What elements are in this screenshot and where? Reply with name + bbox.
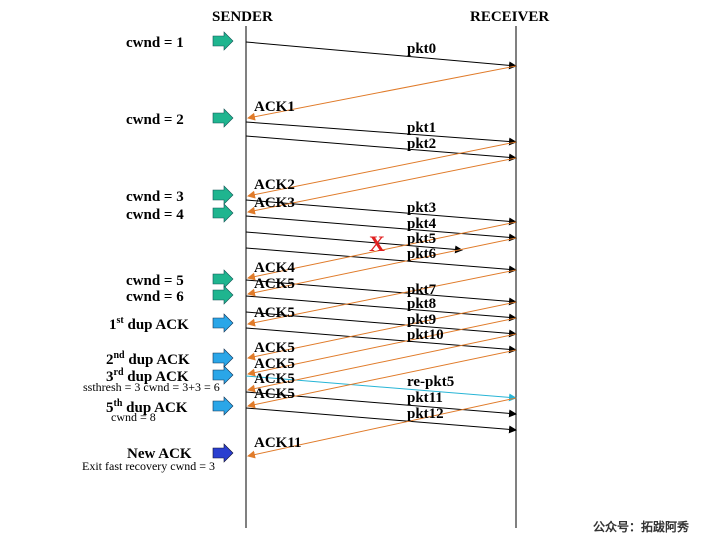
pkt6-arrow <box>245 247 517 274</box>
ack-label: ACK5 <box>254 340 295 356</box>
ack-label: ACK5 <box>254 305 295 321</box>
dup-ack-arrow-icon <box>212 348 234 368</box>
ack-label: ACK11 <box>254 435 302 451</box>
cwnd-arrow-icon <box>212 285 234 305</box>
pkt-label: pkt11 <box>407 390 443 406</box>
cwnd-arrow-icon <box>212 269 234 289</box>
cwnd-arrow-icon <box>212 203 234 223</box>
receiver-header: RECEIVER <box>470 9 549 25</box>
new-ack-label: New ACK <box>127 446 192 462</box>
pkt-label: pkt10 <box>407 327 444 343</box>
pkt-label: pkt9 <box>407 312 436 328</box>
pkt-label: re-pkt5 <box>407 374 454 390</box>
ack1-arrow <box>247 65 517 121</box>
ack5-arrow <box>247 237 517 297</box>
pkt-label: pkt12 <box>407 406 444 422</box>
ack5-dup1-arrow <box>247 269 517 327</box>
pkt8-arrow <box>245 295 517 322</box>
watermark: 公众号：拓跋阿秀 <box>593 519 690 534</box>
cwnd-label: cwnd = 6 <box>126 289 184 305</box>
dup-ack-label-5: 5th dup ACK <box>106 398 188 416</box>
pkt-label: pkt7 <box>407 282 437 298</box>
cwnd-arrow-icon <box>212 108 234 128</box>
dup-ack-arrow-icon <box>212 313 234 333</box>
re-pkt5-arrow <box>245 375 517 402</box>
pkt-label: pkt5 <box>407 231 436 247</box>
pkt0-arrow <box>245 41 517 70</box>
pkt10-arrow <box>245 327 517 354</box>
pkt-label: pkt6 <box>407 246 437 262</box>
cwnd-8-note: cwnd = 8 <box>111 410 156 424</box>
pkt7-arrow <box>245 279 517 306</box>
ack-label: ACK2 <box>254 177 295 193</box>
ack11-arrow <box>247 397 517 459</box>
ack2-arrow <box>247 141 517 199</box>
ack4-arrow <box>247 221 517 281</box>
sender-header: SENDER <box>212 9 273 25</box>
pkt11-arrow <box>245 391 517 418</box>
dup-ack-arrow-icon <box>212 365 234 385</box>
cwnd-labels: cwnd = 1 cwnd = 2 cwnd = 3 cwnd = 4 cwnd… <box>126 35 184 305</box>
new-ack-arrow-icon <box>212 443 234 463</box>
ack-labels: ACK1 ACK2 ACK3 ACK4 ACK5 ACK5 ACK5 ACK5 … <box>254 99 302 451</box>
ack5-dup2-arrow <box>247 301 517 361</box>
pkt1-arrow <box>245 121 517 146</box>
ack-label: ACK4 <box>254 260 295 276</box>
ack3-arrow <box>247 157 517 215</box>
pkt2-arrow <box>245 135 517 162</box>
cwnd-label: cwnd = 2 <box>126 112 184 128</box>
pkt4-arrow <box>245 215 517 242</box>
dup-ack-arrow-icon <box>212 396 234 416</box>
dup-ack-label-2: 2nd dup ACK <box>106 350 190 368</box>
cwnd-label: cwnd = 5 <box>126 273 184 289</box>
exit-fast-recovery-note: Exit fast recovery cwnd = 3 <box>82 459 215 473</box>
ack-arrows <box>247 65 517 459</box>
packet-loss-mark: X <box>369 231 385 256</box>
ack-label: ACK5 <box>254 356 295 372</box>
pkt-label: pkt2 <box>407 136 436 152</box>
ack5-dup4-arrow <box>247 333 517 393</box>
pkt-label: pkt3 <box>407 200 436 216</box>
cwnd-label: cwnd = 4 <box>126 207 184 223</box>
ack5-dup5-arrow <box>247 349 517 409</box>
cwnd-arrow-icon <box>212 31 234 51</box>
ack-label: ACK5 <box>254 386 295 402</box>
event-arrows <box>212 31 234 463</box>
ssthresh-note: ssthresh = 3 cwnd = 3+3 = 6 <box>83 380 220 394</box>
pkt5-lost-arrow <box>245 231 463 254</box>
dup-ack-label-3: 3rd dup ACK <box>106 367 189 385</box>
dup-ack-labels: 1st dup ACK 2nd dup ACK 3rd dup ACK 5th … <box>106 315 190 416</box>
ack-label: ACK5 <box>254 276 295 292</box>
pkt-label: pkt8 <box>407 296 436 312</box>
cwnd-arrow-icon <box>212 185 234 205</box>
pkt-label: pkt1 <box>407 120 436 136</box>
pkt-label: pkt4 <box>407 216 437 232</box>
cwnd-label: cwnd = 1 <box>126 35 184 51</box>
dup-ack-label-1: 1st dup ACK <box>109 315 189 333</box>
ack-label: ACK5 <box>254 371 295 387</box>
packet-labels: pkt0 pkt1 pkt2 pkt3 pkt4 pkt5 pkt6 pkt7 … <box>407 41 454 422</box>
pkt-label: pkt0 <box>407 41 436 57</box>
ack-label: ACK1 <box>254 99 295 115</box>
ack5-dup3-arrow <box>247 317 517 377</box>
cwnd-label: cwnd = 3 <box>126 189 184 205</box>
ack-label: ACK3 <box>254 195 295 211</box>
pkt12-arrow <box>245 407 517 434</box>
